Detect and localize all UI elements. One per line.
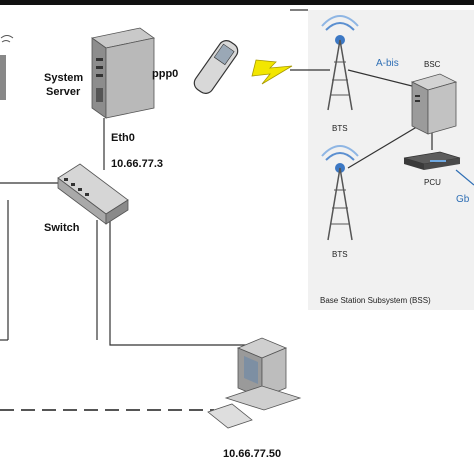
system-label: System xyxy=(44,72,84,84)
server-label: Server xyxy=(46,86,81,98)
bsc-server-icon xyxy=(410,73,458,135)
eth0-label: Eth0 xyxy=(111,132,135,144)
server-ip-label: 10.66.77.3 xyxy=(111,158,163,170)
abis-label: A-bis xyxy=(376,58,399,69)
connection-lines xyxy=(0,9,433,346)
pcu-device-icon xyxy=(403,151,461,170)
left-partial-device-icon xyxy=(0,35,14,100)
line-abis xyxy=(347,69,421,89)
bsc-label: BSC xyxy=(424,60,441,69)
server-icon xyxy=(91,27,155,119)
top-border xyxy=(0,0,474,5)
gb-label: Gb xyxy=(456,194,470,205)
bss-caption: Base Station Subsystem (BSS) xyxy=(320,296,431,305)
line-switch-to-client xyxy=(109,210,250,346)
ppp0-label: ppp0 xyxy=(152,68,179,80)
bts-top-label: BTS xyxy=(332,124,348,133)
antenna-tower-icon xyxy=(321,15,359,111)
switch-label: Switch xyxy=(44,222,80,234)
computer-icon xyxy=(207,337,302,429)
client-ip-label: 10.66.77.50 xyxy=(223,448,282,460)
antenna-tower-icon xyxy=(321,145,359,241)
pcu-label: PCU xyxy=(424,178,441,187)
switch-icon xyxy=(57,163,129,225)
phone-icon xyxy=(193,40,239,94)
line-bts2-to-bsc xyxy=(347,124,421,169)
lightning-icon xyxy=(251,59,293,85)
bts-bottom-label: BTS xyxy=(332,250,348,259)
line-gb xyxy=(455,169,474,186)
